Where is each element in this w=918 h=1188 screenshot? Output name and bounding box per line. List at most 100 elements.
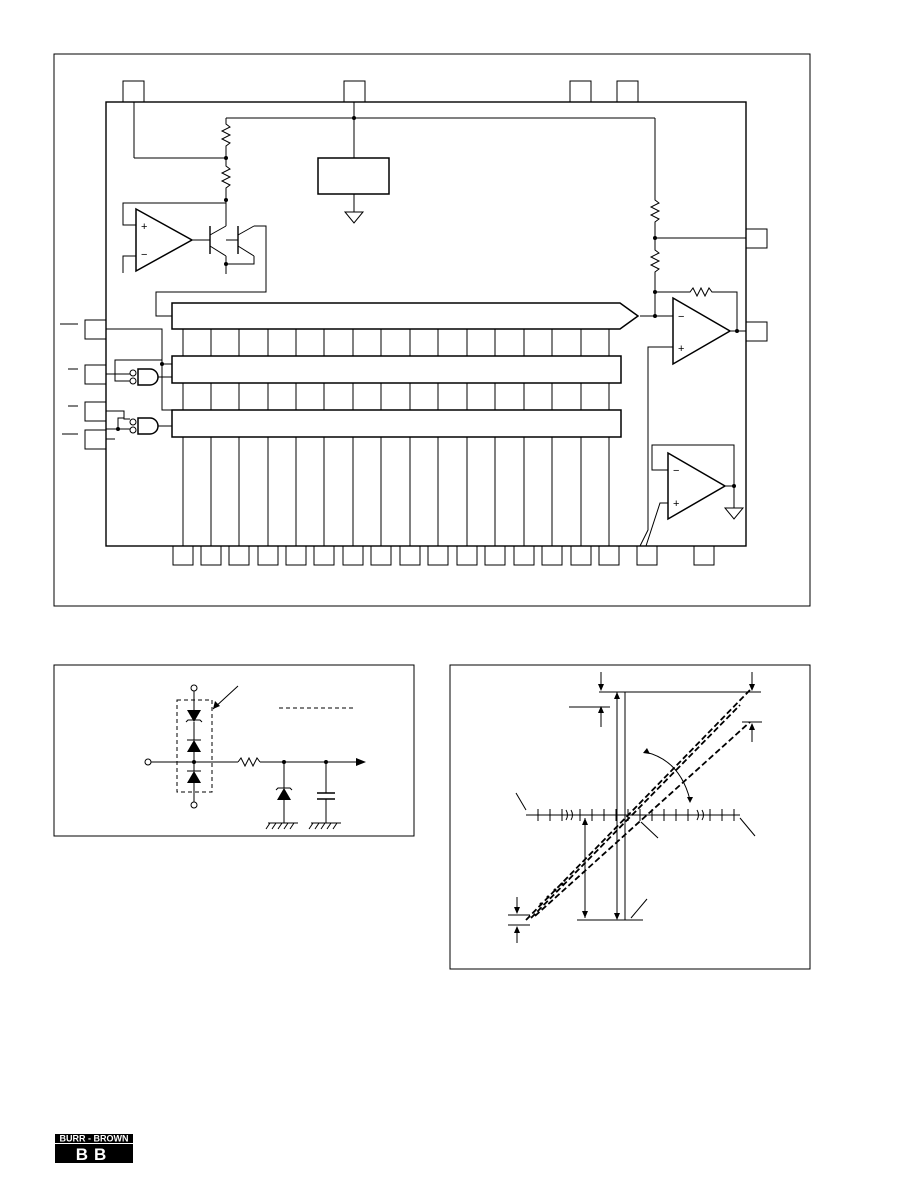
protection-circuit-frame [53,664,415,837]
top-pin [122,80,145,103]
diode-icon [187,740,201,752]
terminal [190,801,198,809]
x-ticks [537,809,735,821]
leader-arrow [630,898,648,919]
left-pin [84,364,107,385]
feedback-resistor [655,286,738,331]
wire [117,417,124,429]
bottom-pin [228,545,250,566]
logic-gate-icon [129,417,172,435]
leader-arrow [515,792,527,811]
op-amp-icon [672,296,732,366]
minus-sign: − [141,249,147,261]
wire [645,502,668,547]
bottom-pin [513,545,535,566]
axis-break [565,809,573,821]
bottom-pin [541,545,563,566]
wire [114,374,130,382]
logo-mark [55,1144,133,1163]
wire [639,346,673,547]
arrowhead [614,692,620,699]
left-pin [84,401,107,422]
bottom-pin [484,545,506,566]
plus-sign: + [673,498,679,510]
zener-diode-icon [277,788,291,800]
gain-angle-arc [644,751,691,801]
ground-icon [343,211,365,224]
arrowhead [643,748,650,754]
resistor [220,118,232,158]
arrowhead [514,907,520,914]
left-pin [84,429,107,450]
bottom-pin [427,545,449,566]
leader-arrow [640,821,659,839]
block-diagram: + − − + [53,53,811,607]
left-pin [84,319,107,340]
minus-sign: − [678,311,684,323]
arrowhead [514,926,520,933]
left-pins [60,319,107,450]
ground-icon [723,507,745,520]
bottom-pin [285,545,307,566]
top-pins [122,80,639,103]
bottom-pin [172,545,194,566]
bus-lines [182,329,610,546]
logo-mark-text: BB [76,1145,113,1164]
right-pin [745,228,768,249]
minus-sign: − [673,465,679,477]
arrowhead [213,701,220,709]
diode-icon [187,771,201,783]
leader-arrow [739,817,756,837]
block-diagram-frame [53,53,811,607]
right-pin [745,321,768,342]
bottom-pin [693,545,715,566]
bottom-pins [172,545,715,566]
wire [106,328,172,411]
terminal [190,684,198,692]
bottom-pin [257,545,279,566]
reference-block [317,157,390,195]
protection-circuit [53,664,415,837]
junction [735,329,739,333]
logo-top-text: BURR - BROWN [60,1134,129,1144]
logo-top-bar [55,1134,133,1143]
op-amp-icon [667,451,727,521]
arrowhead [749,723,755,730]
op-amp-icon [135,207,194,273]
logic-gate-icon [129,368,172,386]
wire [106,359,162,375]
arrowhead [598,684,604,691]
zener-diode-icon [187,710,201,722]
resistor [220,158,232,200]
transfer-plot-frame [449,664,811,970]
top-pin [343,80,366,103]
transfer-line-gain [534,721,751,917]
wire [122,200,227,226]
dac-bar [171,302,640,330]
plus-sign: + [678,343,684,355]
top-pin [616,80,639,103]
wire [122,255,136,273]
input-latch-bar [171,409,622,438]
resistor [237,756,261,768]
bottom-pin [370,545,392,566]
arrowhead [687,797,693,803]
transfer-characteristic [449,664,811,970]
arrowhead [582,818,588,825]
burr-brown-logo: BURR - BROWN BB [55,1134,133,1164]
transistor-pair-icon [155,203,267,317]
bottom-pin [598,545,620,566]
bottom-pin [456,545,478,566]
bottom-pin [200,545,222,566]
resistor [649,238,661,292]
bottom-pin [342,545,364,566]
arrowhead [598,706,604,713]
latch-bar [171,355,622,384]
resistor [649,118,661,238]
axis-break [696,809,704,821]
transfer-line-offset [530,704,741,919]
arrowhead [749,684,755,691]
transfer-line-ideal [525,689,751,921]
bottom-pin [636,545,658,566]
